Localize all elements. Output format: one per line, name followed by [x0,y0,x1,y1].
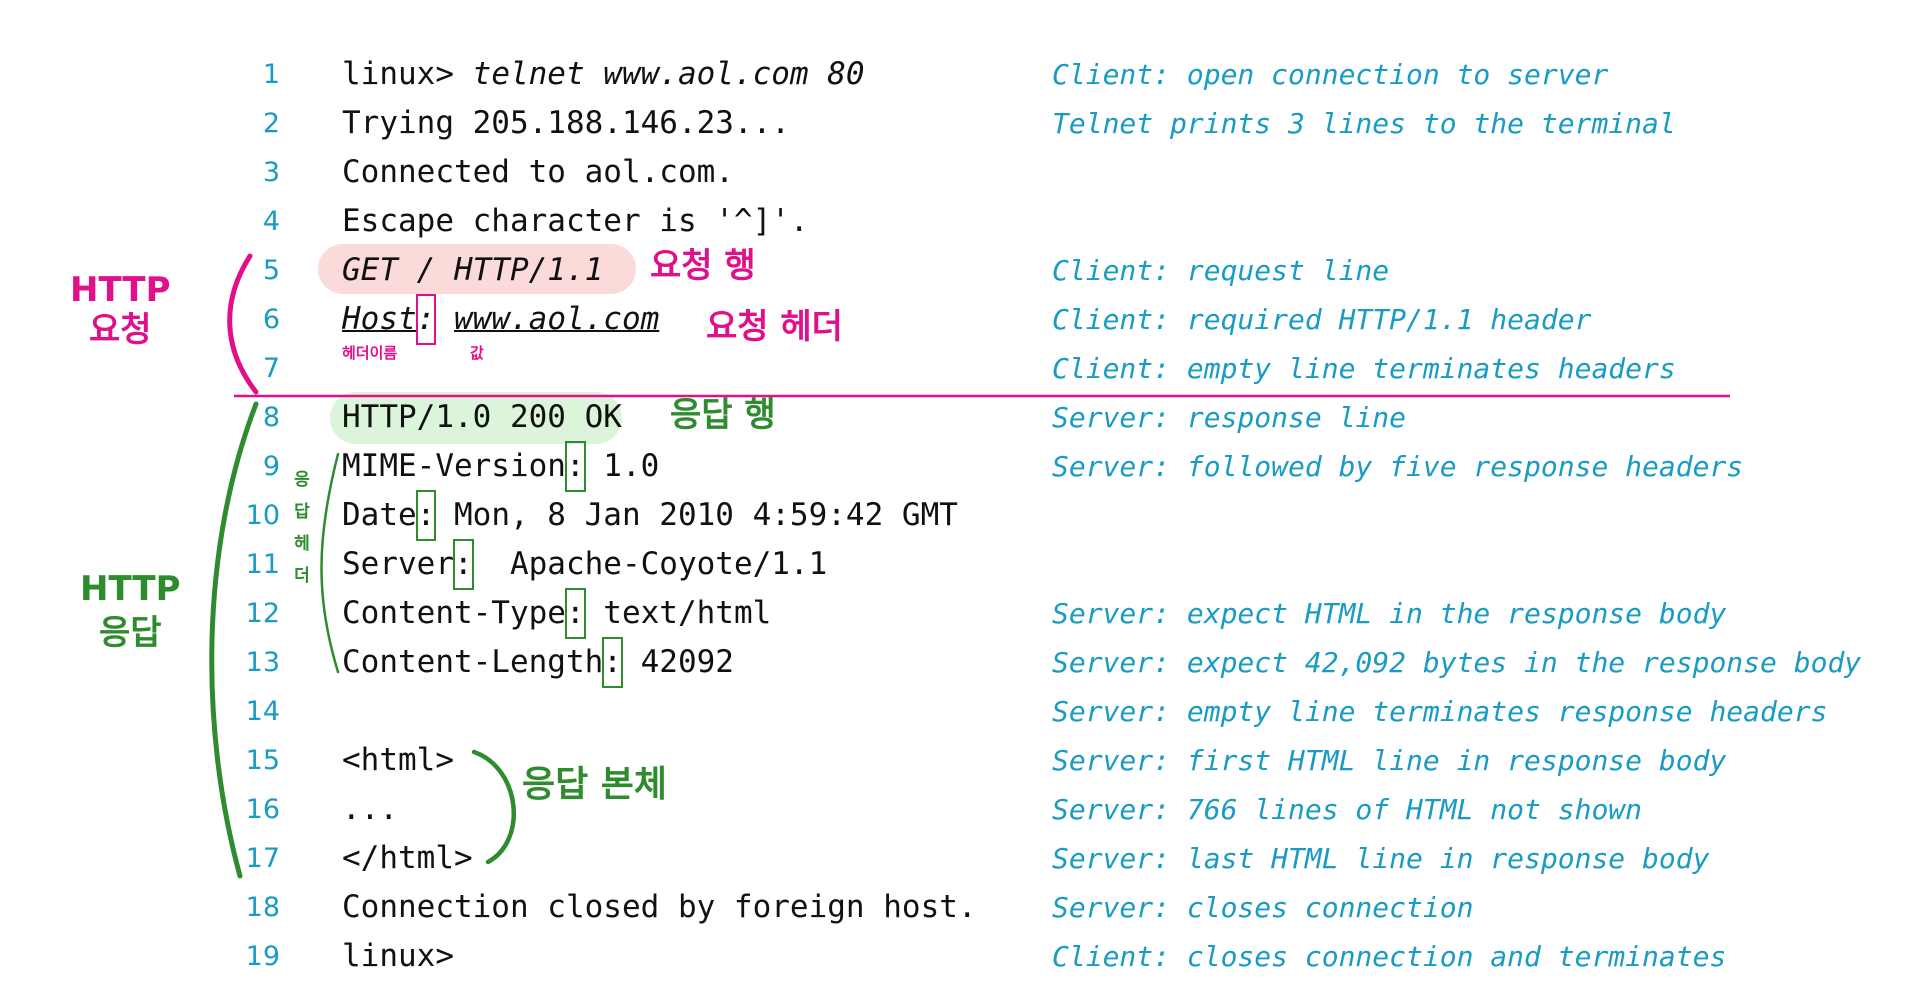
comment-text: Server: last HTML line in response body [1052,842,1710,875]
line-number: 6 [262,304,280,335]
header-separator: : [564,441,586,492]
line-number: 12 [245,598,280,629]
code-text: Host: www.aol.com [342,294,660,345]
line-1: 1 linux> telnet www.aol.com 80 Client: o… [0,50,1919,99]
line-number: 14 [245,696,280,727]
header-value-text: www.aol.com [454,301,660,337]
header-separator: : [415,490,437,541]
line-12: 12 Content-Type: text/html Server: expec… [0,588,1919,639]
request-header-annotation: 요청 헤더 [706,307,843,347]
response-header-annotation: 응 답 헤 더 [294,470,310,586]
comment-text: Client: open connection to server [1052,58,1609,91]
line-15: 15 <html> Server: first HTML line in res… [0,736,1919,785]
comment-text: Server: response line [1052,401,1407,434]
comment-text: Client: request line [1052,254,1390,287]
line-17: 17 </html> Server: last HTML line in res… [0,834,1919,883]
line-number: 3 [262,157,280,188]
comment-text: Client: closes connection and terminates [1052,940,1727,973]
comment-text: Server: expect 42,092 bytes in the respo… [1052,646,1862,679]
line-number: 8 [262,402,280,433]
code-text: linux> [342,938,454,974]
code-text: ... [342,791,398,827]
line-3: 3 Connected to aol.com. [0,148,1919,197]
line-14: 14 Server: empty line terminates respons… [0,687,1919,736]
line-number: 17 [245,843,280,874]
code-text: Content-Length: 42092 [342,637,734,688]
line-number: 18 [245,892,280,923]
comment-text: Server: empty line terminates response h… [1052,695,1828,728]
line-number: 13 [245,647,280,678]
comment-text: Server: first HTML line in response body [1052,744,1727,777]
code-text: MIME-Version: 1.0 [342,441,659,492]
line-8: 8 HTTP/1.0 200 OK Server: response line [0,393,1919,442]
line-number: 4 [262,206,280,237]
header-name-text: Host [342,301,417,337]
comment-text: Server: 766 lines of HTML not shown [1052,793,1643,826]
line-number: 15 [245,745,280,776]
response-body-annotation: 응답 본체 [522,764,668,805]
line-number: 5 [262,255,280,286]
code-text: Escape character is '^]'. [342,203,809,239]
header-separator: : [453,539,474,590]
comment-text: Server: closes connection [1052,891,1474,924]
request-line-highlight [318,244,636,294]
line-18: 18 Connection closed by foreign host. Se… [0,883,1919,932]
line-2: 2 Trying 205.188.146.23... Telnet prints… [0,99,1919,148]
code-text: Date: Mon, 8 Jan 2010 4:59:42 GMT [342,490,958,541]
code-text: Connected to aol.com. [342,154,734,190]
header-separator: : [415,294,437,345]
code-text: linux> telnet www.aol.com 80 [342,56,865,92]
line-number: 11 [245,549,280,580]
line-number: 10 [245,500,280,531]
code-text: Trying 205.188.146.23... [342,105,790,141]
line-16: 16 ... Server: 766 lines of HTML not sho… [0,785,1919,834]
response-line-annotation: 응답 행 [670,395,776,435]
line-9: 9 MIME-Version: 1.0 Server: followed by … [0,441,1919,492]
http-request-label: HTTP 요청 [70,270,171,350]
line-10: 10 Date: Mon, 8 Jan 2010 4:59:42 GMT [0,490,1919,541]
header-separator: : [602,637,623,688]
line-number: 16 [245,794,280,825]
comment-text: Server: expect HTML in the response body [1052,597,1727,630]
response-line-highlight [330,392,622,444]
line-number: 1 [262,59,280,90]
code-text: HTTP/1.0 200 OK [342,399,622,435]
header-name-annotation: 헤더이름 [342,344,398,362]
comment-text: Client: empty line terminates headers [1052,352,1676,385]
code-text: Content-Type: text/html [342,588,771,639]
line-4: 4 Escape character is '^]'. [0,197,1919,246]
line-number: 19 [245,941,280,972]
comment-text: Client: required HTTP/1.1 header [1052,303,1592,336]
line-19: 19 linux> Client: closes connection and … [0,932,1919,981]
line-6: 6 Host: www.aol.com Client: required HTT… [0,294,1919,345]
line-5: 5 GET / HTTP/1.1 Client: request line [0,246,1919,295]
line-13: 13 Content-Length: 42092 Server: expect … [0,637,1919,688]
request-line-annotation: 요청 행 [650,246,756,286]
http-response-label: HTTP 응답 [80,569,181,653]
line-11: 11 Server: Apache-Coyote/1.1 [0,539,1919,590]
code-text: <html> [342,742,454,778]
code-text: GET / HTTP/1.1 [342,252,604,288]
header-separator: : [564,588,586,639]
line-7: 7 Client: empty line terminates headers [0,344,1919,393]
line-number: 2 [262,108,280,139]
comment-text: Server: followed by five response header… [1052,450,1744,483]
code-text: Server: Apache-Coyote/1.1 [342,539,827,590]
code-text: Connection closed by foreign host. [342,889,977,925]
header-value-annotation: 값 [470,344,484,362]
comment-text: Telnet prints 3 lines to the terminal [1052,107,1676,140]
code-text: </html> [342,840,473,876]
line-number: 7 [262,353,280,384]
line-number: 9 [262,451,280,482]
